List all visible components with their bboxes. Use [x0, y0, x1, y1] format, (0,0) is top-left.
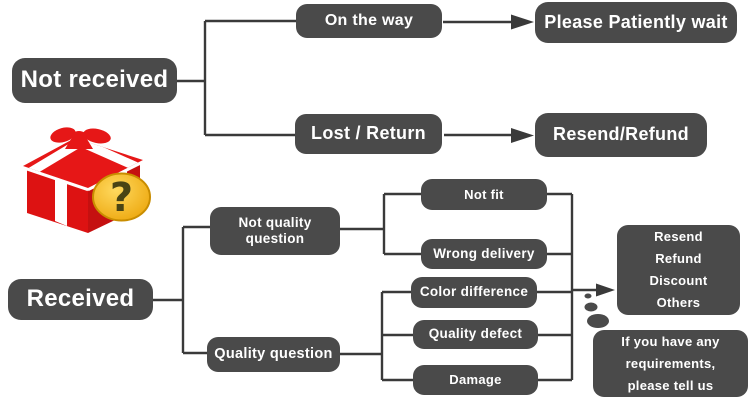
- node-line: Not quality: [238, 214, 312, 230]
- node-please-patiently-wait: Please Patiently wait: [535, 2, 737, 43]
- thought-dots-icon: [584, 293, 609, 328]
- node-line: question: [245, 231, 305, 246]
- question-mark-text: ?: [110, 175, 133, 221]
- node-line: Others: [656, 295, 701, 310]
- node-on-the-way: On the way: [296, 4, 442, 38]
- node-requirements-note: If you have any requirements, please tel…: [593, 330, 748, 397]
- node-not-fit: Not fit: [421, 179, 547, 210]
- tree-not-received-lines: [177, 19, 513, 137]
- node-line: please tell us: [627, 377, 714, 393]
- node-line: Refund: [655, 251, 702, 266]
- node-quality-defect: Quality defect: [413, 320, 538, 349]
- node-outcomes: Resend Refund Discount Others: [617, 225, 740, 315]
- node-not-received: Not received: [12, 58, 177, 103]
- gift-box-icon: ?: [22, 127, 151, 233]
- node-color-difference: Color difference: [411, 277, 537, 308]
- node-line: Discount: [649, 273, 708, 288]
- node-received: Received: [8, 279, 153, 320]
- gift-bow-icon: [50, 127, 111, 149]
- node-wrong-delivery: Wrong delivery: [421, 239, 547, 269]
- node-line: requirements,: [625, 355, 716, 371]
- node-damage: Damage: [413, 365, 538, 395]
- node-line: Resend: [654, 229, 703, 244]
- node-resend-refund: Resend/Refund: [535, 113, 707, 157]
- tree-received-lines: [152, 192, 598, 382]
- node-not-quality-question: Not quality question: [210, 207, 340, 255]
- node-quality-question: Quality question: [207, 337, 340, 372]
- arrowhead-outcomes: [596, 283, 615, 297]
- arrowheads-top: [511, 14, 534, 143]
- node-lost-return: Lost / Return: [295, 114, 442, 154]
- question-mark-badge: ?: [92, 172, 151, 222]
- node-line: If you have any: [621, 333, 720, 349]
